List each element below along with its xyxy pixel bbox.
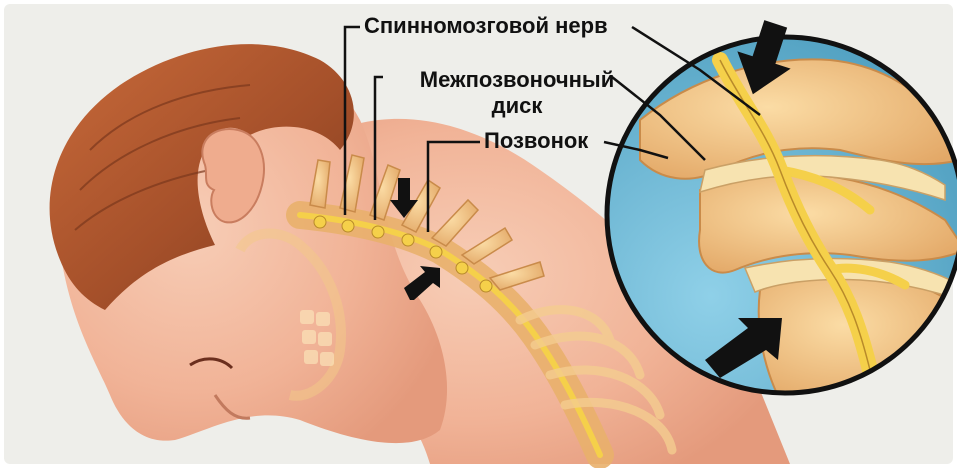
- label-vertebra: Позвонок: [484, 130, 588, 152]
- label-spinal-nerve: Спинномозговой нерв: [364, 15, 608, 37]
- label-intervertebral-disc: Межпозвоночный диск: [387, 67, 647, 119]
